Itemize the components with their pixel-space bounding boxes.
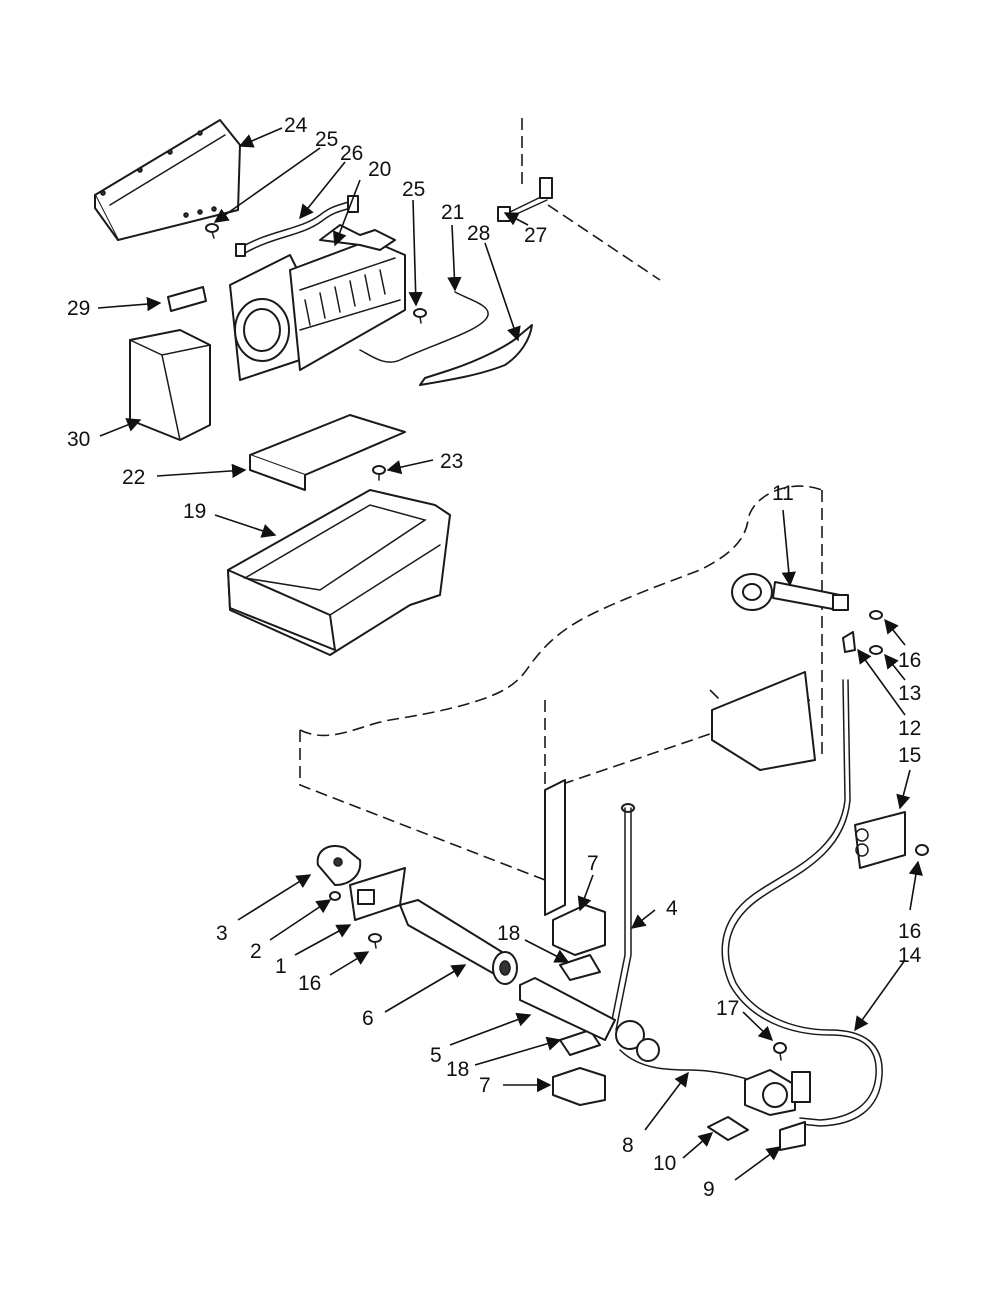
part-3-cap (316, 845, 362, 886)
part-25-screw-b (413, 308, 427, 324)
callout-23: 23 (440, 450, 463, 473)
freezer-housing (299, 485, 823, 916)
callout-8: 8 (622, 1134, 634, 1157)
callout-4: 4 (666, 897, 678, 920)
part-5-filter-head (519, 977, 660, 1062)
callout-27: 27 (524, 224, 547, 247)
part-9-bracket (779, 1121, 806, 1151)
callout-15: 15 (898, 744, 921, 767)
callout-labels: 24 25 26 20 25 21 28 27 29 30 22 23 19 1… (67, 114, 922, 1201)
part-1-bracket (349, 867, 406, 921)
part-26-wire-harness (235, 195, 359, 257)
part-11-fill-tube (731, 573, 849, 611)
callout-24: 24 (284, 114, 308, 137)
callout-19: 19 (183, 500, 206, 523)
part-12-clip (842, 631, 856, 653)
part-27-connector (497, 118, 661, 281)
callout-12: 12 (898, 717, 921, 740)
part-14-water-line (721, 679, 883, 1127)
part-19-ice-bin (227, 489, 451, 656)
part-16-screw-right (915, 844, 929, 856)
part-18-pad-top (559, 954, 601, 981)
callout-11: 11 (772, 482, 794, 505)
callout-29: 29 (67, 297, 90, 320)
part-29-label (167, 286, 207, 312)
part-6-filter (399, 899, 518, 985)
part-15-clip-plate (854, 811, 906, 869)
callout-18b: 18 (446, 1058, 469, 1081)
callout-2: 2 (250, 940, 262, 963)
callout-22: 22 (122, 466, 145, 489)
callout-7a: 7 (587, 852, 599, 875)
part-23-screw (372, 465, 386, 481)
part-4-tube (609, 803, 635, 1031)
part-7-block-top (552, 904, 606, 956)
callout-10: 10 (653, 1152, 676, 1175)
part-24-bracket (94, 119, 241, 241)
callout-9: 9 (703, 1178, 715, 1201)
callout-30: 30 (67, 428, 90, 451)
callout-28: 28 (467, 222, 490, 245)
part-30-box (129, 329, 211, 441)
part-13-screw (869, 645, 883, 655)
part-7-block-bottom (552, 1067, 606, 1106)
callout-25b: 25 (402, 178, 425, 201)
callout-6: 6 (362, 1007, 374, 1030)
part-22-bracket (249, 414, 406, 491)
part-21-feeler-arm (359, 291, 489, 363)
part-16-screw-left (368, 933, 382, 949)
part-8-valve (619, 1049, 811, 1116)
part-10-bracket (707, 1116, 749, 1141)
callout-18a: 18 (497, 922, 520, 945)
part-25-screw-a (205, 223, 219, 239)
callout-26: 26 (340, 142, 363, 165)
callout-13: 13 (898, 682, 921, 705)
callout-25: 25 (315, 128, 338, 151)
callout-16a: 16 (898, 649, 921, 672)
callout-20: 20 (368, 158, 391, 181)
part-2-screw (329, 891, 341, 901)
callout-17: 17 (716, 997, 739, 1020)
callout-1: 1 (275, 955, 287, 978)
part-18-pad-bottom (559, 1029, 601, 1056)
callout-21: 21 (441, 201, 464, 224)
callout-14: 14 (898, 944, 922, 967)
leader-lines (97, 127, 923, 1181)
callout-3: 3 (216, 922, 228, 945)
part-28-cover (419, 324, 533, 386)
callout-16b: 16 (898, 920, 921, 943)
part-20-icemaker (229, 224, 406, 381)
part-17-screw (773, 1042, 787, 1061)
part-16-screw-top (869, 610, 883, 620)
callout-7b: 7 (479, 1074, 491, 1097)
callout-16c: 16 (298, 972, 321, 995)
callout-5: 5 (430, 1044, 442, 1067)
